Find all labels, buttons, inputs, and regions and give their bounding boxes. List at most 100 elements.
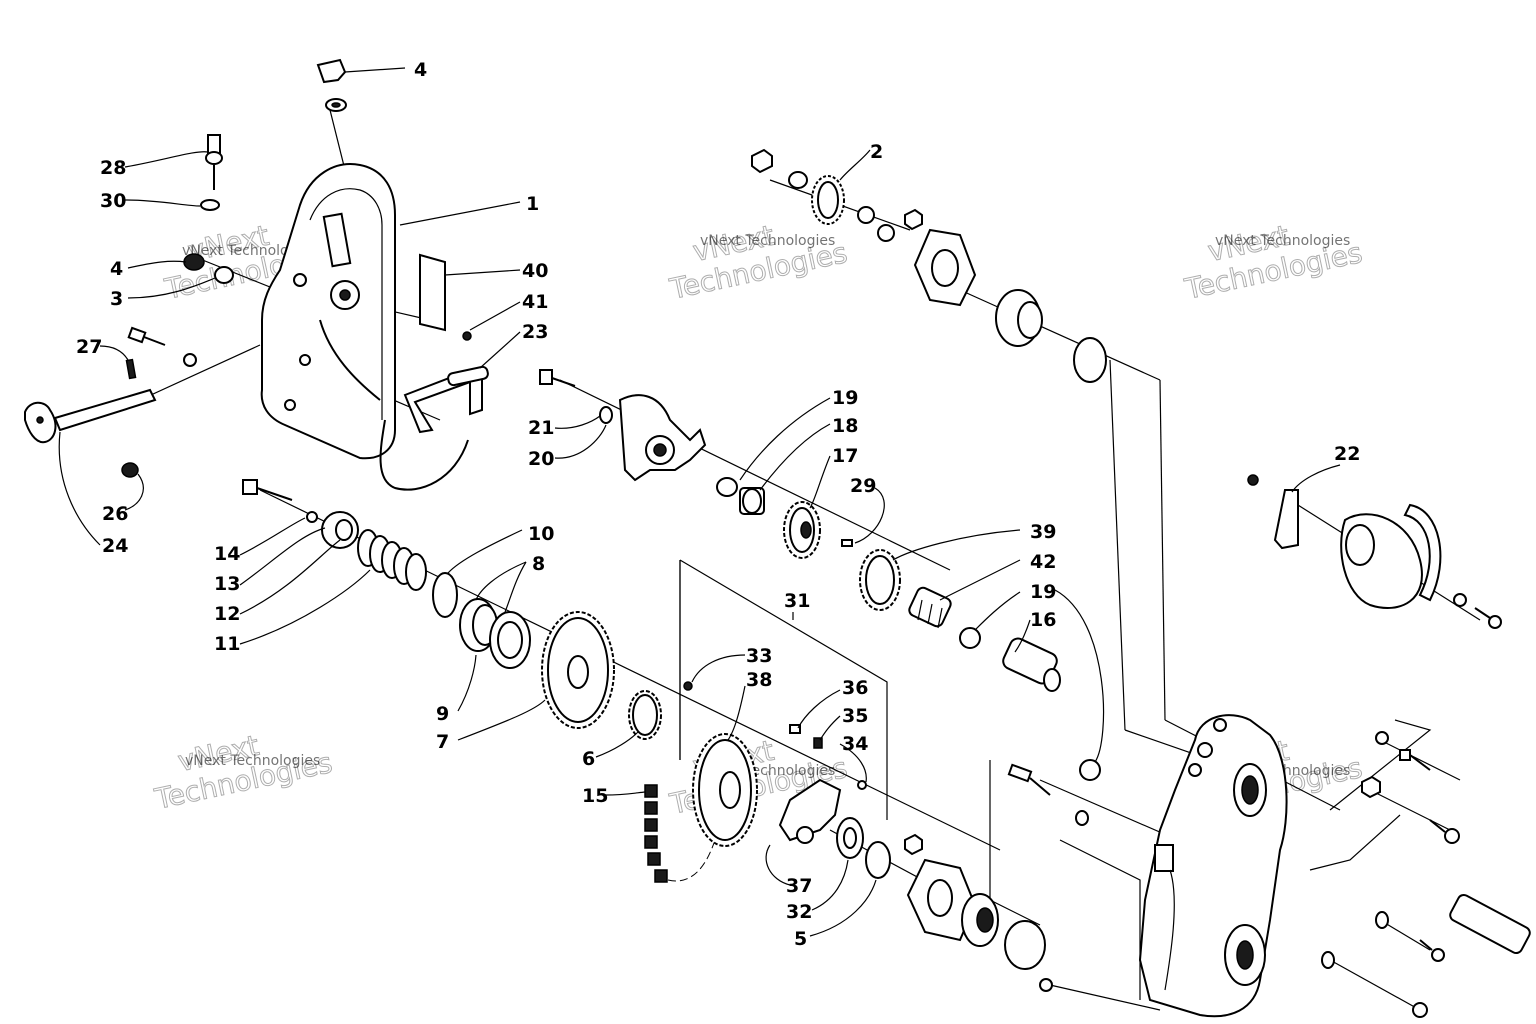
callout-16: 16 — [1030, 609, 1056, 631]
washer-left-housing — [1075, 810, 1089, 826]
washer-top — [788, 171, 808, 189]
callout-40: 40 — [522, 260, 548, 282]
callout-39: 39 — [1030, 521, 1056, 543]
sprocket-6 — [628, 690, 662, 740]
callout-42: 42 — [1030, 551, 1056, 573]
cup-12 — [321, 511, 359, 549]
bearing-32 — [836, 817, 864, 859]
callout-29: 29 — [850, 475, 876, 497]
bearing-42 — [908, 586, 952, 629]
watermark-small: vNext Technologies — [1215, 233, 1350, 249]
screw-33 — [683, 681, 693, 691]
cap-4-top — [316, 58, 347, 112]
plate-40 — [419, 253, 446, 332]
washer-2a — [857, 206, 875, 224]
sprocket-2 — [811, 175, 845, 225]
bearing-upper — [995, 289, 1043, 347]
pin-27 — [125, 358, 137, 380]
spring-11 — [357, 529, 427, 591]
callout-38: 38 — [746, 669, 772, 691]
watermark-small: vNext Technologies — [182, 243, 317, 259]
plug-4-left — [183, 253, 205, 271]
callout-28: 28 — [100, 157, 126, 179]
callout-33: 33 — [746, 645, 772, 667]
callout-22: 22 — [1334, 443, 1360, 465]
callout-9: 9 — [436, 703, 449, 725]
callout-3: 3 — [110, 288, 123, 310]
callout-34: 34 — [842, 733, 868, 755]
callout-41: 41 — [522, 291, 548, 313]
bolt-right-5 — [1419, 939, 1445, 962]
callout-numbers: 4 1 40 41 23 28 30 4 3 27 26 24 2 19 18 … — [76, 59, 1360, 950]
nut-flange — [904, 208, 923, 231]
callout-10: 10 — [528, 523, 554, 545]
washer-right-6 — [1321, 951, 1335, 969]
leader-lines — [58, 67, 1341, 937]
washer-19-top — [716, 477, 738, 497]
bracket-22 — [1247, 474, 1502, 629]
part-35 — [813, 737, 823, 749]
bearing-18 — [739, 487, 765, 515]
flange-lower — [906, 858, 977, 942]
callout-1: 1 — [526, 193, 539, 215]
callout-15: 15 — [582, 785, 608, 807]
callout-7: 7 — [436, 731, 449, 753]
chaincase-cover — [260, 163, 396, 460]
callout-32: 32 — [786, 901, 812, 923]
washer-right-4 — [1375, 911, 1389, 929]
callout-12: 12 — [214, 603, 240, 625]
breather-28 — [205, 134, 223, 190]
callout-21: 21 — [528, 417, 554, 439]
callout-24: 24 — [102, 535, 128, 557]
nut-top — [751, 148, 773, 174]
callout-19-mid: 19 — [1030, 581, 1056, 603]
sprocket-39 — [859, 549, 901, 611]
chain-15 — [644, 784, 716, 883]
seal-3 — [214, 266, 234, 284]
callout-2: 2 — [870, 141, 883, 163]
bearing-lower — [961, 893, 999, 947]
washer-30 — [200, 199, 220, 211]
part-36 — [789, 724, 801, 734]
nut-lower-flange — [904, 833, 923, 856]
callout-8: 8 — [532, 553, 545, 575]
bolt-14 — [242, 479, 293, 501]
screw-41 — [462, 331, 472, 341]
nut-26 — [121, 462, 139, 478]
callout-26: 26 — [102, 503, 128, 525]
sprocket-17 — [783, 501, 821, 559]
bolt-right-3 — [1429, 819, 1460, 844]
callout-14: 14 — [214, 543, 240, 565]
washer-2b — [877, 224, 895, 242]
sprocket-7 — [541, 611, 615, 729]
key-29 — [841, 539, 853, 547]
callout-5: 5 — [794, 928, 807, 950]
shaft-16 — [1002, 637, 1061, 692]
callout-6: 6 — [582, 748, 595, 770]
sprocket-38 — [692, 733, 758, 847]
callout-23: 23 — [522, 321, 548, 343]
ring-10 — [432, 572, 458, 618]
watermark-small: vNext Technologies — [185, 753, 320, 769]
callout-4-left: 4 — [110, 258, 123, 280]
stud-left — [1007, 763, 1051, 796]
callout-17: 17 — [832, 445, 858, 467]
disc-37 — [778, 778, 842, 842]
washer-13 — [306, 511, 318, 523]
part-34 — [857, 780, 867, 790]
callout-11: 11 — [214, 633, 240, 655]
ring-lower — [1004, 920, 1046, 970]
callout-31: 31 — [784, 590, 810, 612]
callout-13: 13 — [214, 573, 240, 595]
watermark-small: vNext Technologies — [700, 233, 835, 249]
shaft-right — [1449, 893, 1531, 955]
callout-30: 30 — [100, 190, 126, 212]
callout-36: 36 — [842, 677, 868, 699]
gasket-outline — [379, 419, 469, 491]
nut-right-7 — [1412, 1002, 1428, 1018]
callout-37: 37 — [786, 875, 812, 897]
callout-35: 35 — [842, 705, 868, 727]
ring-upper — [1073, 337, 1107, 383]
callout-4-top: 4 — [414, 59, 427, 81]
